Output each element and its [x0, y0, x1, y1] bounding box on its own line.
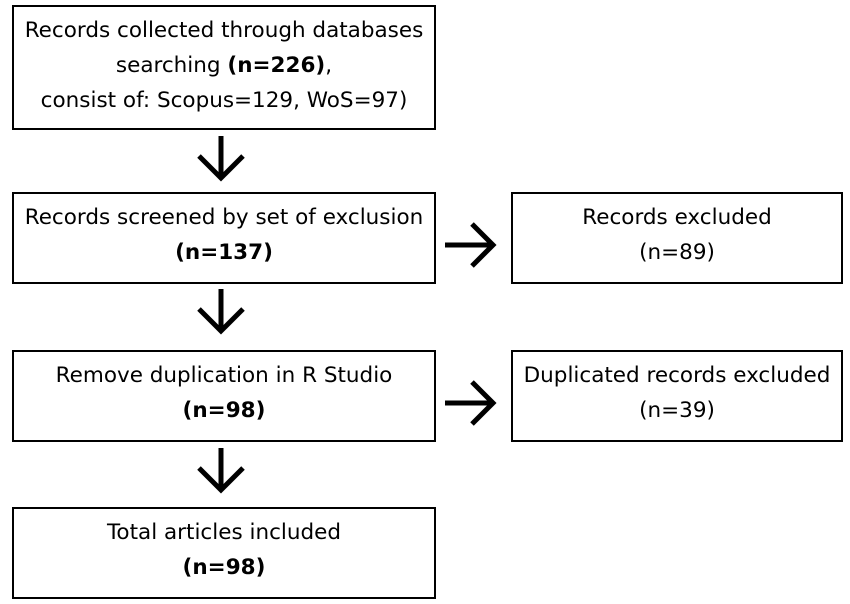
arrow-down-2-icon: [197, 289, 245, 335]
arrow-right-2-icon: [445, 380, 497, 426]
records-excluded-label: Records excluded: [582, 205, 772, 230]
records-excluded-box: Records excluded (n=89): [511, 192, 843, 284]
remove-duplication-box: Remove duplication in R Studio (n=98): [12, 350, 436, 442]
records-collected-count: (n=226): [227, 53, 326, 78]
records-screened-box: Records screened by set of exclusion (n=…: [12, 192, 436, 284]
records-collected-searching: searching: [115, 53, 228, 78]
arrow-down-1-icon: [197, 136, 245, 182]
records-collected-line1: Records collected through databases: [24, 18, 424, 43]
arrow-down-3-icon: [197, 448, 245, 494]
records-screened-label: Records screened by set of exclusion: [24, 205, 424, 230]
duplicated-excluded-box: Duplicated records excluded (n=39): [511, 350, 843, 442]
records-excluded-count: (n=89): [639, 240, 715, 265]
records-collected-comma: ,: [325, 53, 333, 78]
records-collected-box: Records collected through databases sear…: [12, 5, 436, 130]
arrow-right-1-icon: [445, 222, 497, 268]
remove-duplication-count: (n=98): [182, 398, 266, 423]
total-included-box: Total articles included (n=98): [12, 507, 436, 599]
records-collected-line3: consist of: Scopus=129, WoS=97): [40, 88, 408, 113]
duplicated-excluded-label: Duplicated records excluded: [523, 363, 831, 388]
total-included-count: (n=98): [182, 555, 266, 580]
remove-duplication-label: Remove duplication in R Studio: [55, 363, 393, 388]
duplicated-excluded-count: (n=39): [639, 398, 715, 423]
total-included-label: Total articles included: [106, 520, 342, 545]
records-screened-count: (n=137): [175, 240, 273, 265]
records-collected-line2: searching (n=226),: [14, 48, 434, 83]
